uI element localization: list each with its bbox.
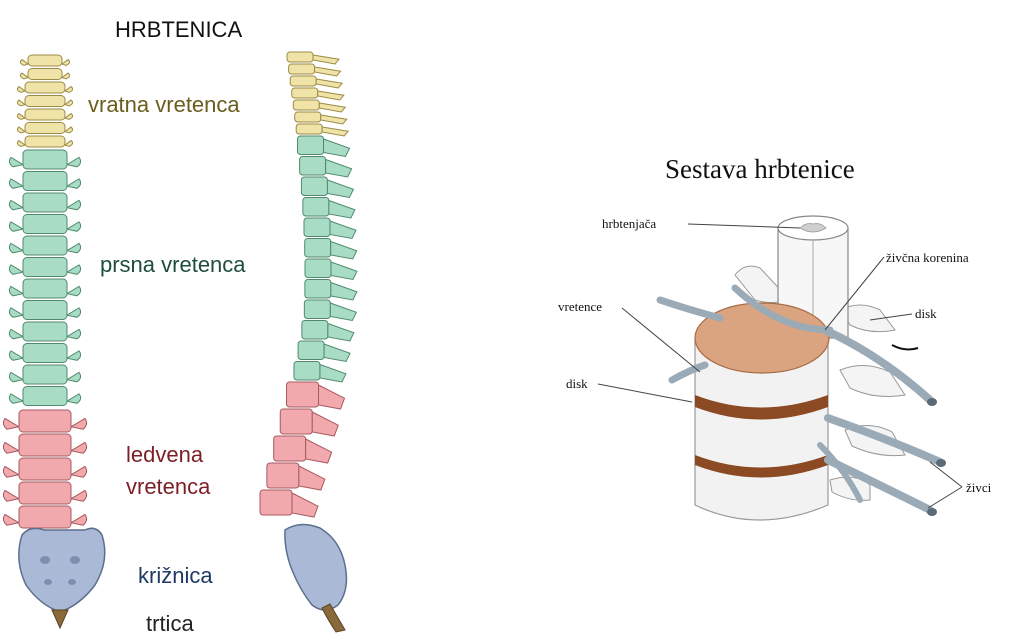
cervical-vertebra (17, 123, 72, 134)
cervical-vertebra (20, 69, 69, 80)
thoracic-vertebra-side (304, 218, 356, 239)
cervical-vertebra (17, 109, 72, 120)
cervical-vertebra (17, 136, 72, 147)
lumbar-vertebrae-front (3, 410, 86, 528)
thoracic-vertebra-side (302, 321, 354, 342)
thoracic-vertebra-side (304, 300, 356, 321)
cervical-vertebra (17, 96, 72, 107)
coccyx-front (52, 610, 68, 628)
thoracic-vertebra (9, 387, 80, 406)
thoracic-vertebra (9, 172, 80, 191)
label-sacrum: križnica (138, 563, 213, 588)
spine-title: HRBTENICA (115, 17, 242, 42)
lumbar-vertebra (3, 458, 86, 480)
spine-front-view (3, 55, 104, 628)
lumbar-vertebra (3, 506, 86, 528)
lumbar-vertebra-side (274, 436, 332, 463)
lumbar-vertebra-side (287, 382, 345, 409)
lumbar-vertebra-side (260, 490, 318, 517)
cervical-vertebra-side (289, 64, 341, 76)
label-coccyx: trtica (146, 611, 194, 636)
cervical-vertebra-side (290, 76, 342, 88)
thoracic-vertebra (9, 365, 80, 384)
thoracic-vertebra (9, 193, 80, 212)
lumbar-vertebra-side (280, 409, 338, 436)
thoracic-vertebra-side (303, 198, 355, 219)
thoracic-vertebra-side (300, 157, 352, 178)
label-nerve-root: živčna korenina (886, 250, 969, 265)
cervical-vertebra (20, 55, 69, 66)
thoracic-vertebra (9, 279, 80, 298)
thoracic-vertebra (9, 322, 80, 341)
label-thoracic: prsna vretenca (100, 252, 246, 277)
thoracic-vertebra-side (298, 341, 350, 362)
spine-side-view (260, 52, 357, 632)
thoracic-vertebra-side (305, 280, 357, 301)
cervical-vertebra-side (296, 124, 348, 136)
thoracic-vertebra (9, 258, 80, 277)
thoracic-vertebra-side (301, 177, 353, 198)
label-disc-left: disk (566, 376, 588, 391)
thoracic-vertebra (9, 236, 80, 255)
lumbar-vertebra (3, 482, 86, 504)
thoracic-vertebrae-front (9, 150, 80, 406)
thoracic-vertebra (9, 301, 80, 320)
cervical-vertebra-side (292, 88, 344, 100)
label-lumbar-line2: vretenca (126, 474, 211, 499)
label-spinal-cord: hrbtenjača (602, 216, 656, 231)
lumbar-vertebra-side (267, 463, 325, 490)
label-disc-right: disk (915, 306, 937, 321)
side-vertebrae (260, 52, 357, 517)
cervical-vertebra (17, 82, 72, 93)
cervical-vertebra-side (293, 100, 345, 112)
thoracic-vertebra (9, 344, 80, 363)
lumbar-vertebra (3, 410, 86, 432)
structure-title: Sestava hrbtenice (665, 154, 855, 184)
sacrum-side (285, 524, 347, 610)
thoracic-vertebra (9, 215, 80, 234)
label-cervical: vratna vretenca (88, 92, 240, 117)
label-nerves: živci (966, 480, 992, 495)
lumbar-vertebra (3, 434, 86, 456)
thoracic-vertebra-side (298, 136, 350, 157)
thoracic-vertebra (9, 150, 80, 169)
cervical-vertebra-side (295, 112, 347, 124)
vertebra-stack (695, 303, 829, 520)
sacrum-front (19, 528, 105, 612)
cervical-vertebra-side (287, 52, 339, 64)
thoracic-vertebra-side (305, 239, 357, 260)
label-vertebra: vretence (558, 299, 602, 314)
cervical-vertebrae-front (17, 55, 72, 147)
thoracic-vertebra-side (294, 362, 346, 383)
thoracic-vertebra-side (305, 259, 357, 280)
label-lumbar-line1: ledvena (126, 442, 204, 467)
